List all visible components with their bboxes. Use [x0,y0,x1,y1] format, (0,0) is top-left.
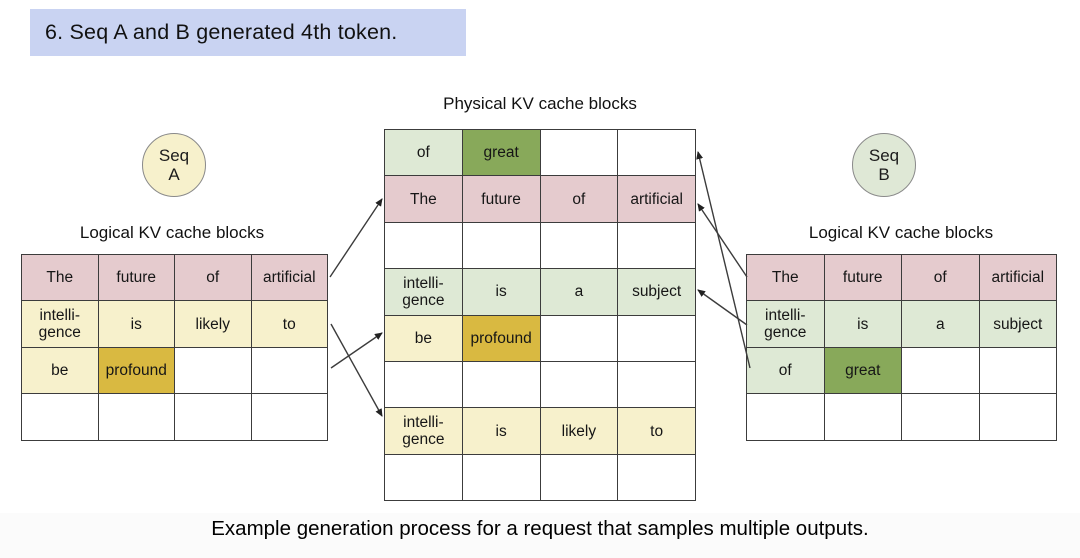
physical-kv-title: Physical KV cache blocks [443,94,637,113]
kv-cell [384,221,463,270]
kv-cell [617,221,696,270]
kv-cell [539,128,619,177]
kv-cell [823,393,902,441]
kv-cell [384,360,463,409]
kv-cell: future [97,253,175,302]
arrow-seqA-block1-to-phys-row2 [329,198,383,278]
kv-cell: of [174,253,252,302]
arrow-seqA-block3-to-phys-row5 [330,332,383,369]
kv-cell [174,346,252,395]
kv-cell: subject [978,300,1057,348]
kv-cell: likely [539,407,619,455]
caption-strip [0,513,1080,558]
kv-cell: of [746,346,825,395]
kv-block-row [384,360,696,409]
kv-cell [617,453,696,502]
arrow-seqB-block2-to-phys-row4 [697,289,748,326]
kv-cell: subject [617,268,696,316]
kv-cell [174,393,252,441]
kv-cell [539,453,619,502]
kv-cell: be [21,346,99,395]
kv-cell: intelli- gence [384,268,463,316]
kv-cell [617,128,696,177]
kv-cell: to [617,407,696,455]
kv-cell: is [823,300,902,348]
seq-b-logical-kv-title: Logical KV cache blocks [808,223,994,242]
kv-cell [250,393,328,441]
kv-cell: great [461,128,541,177]
kv-cell [21,393,99,441]
kv-cell: profound [461,314,541,362]
kv-cell: future [823,253,902,302]
kv-cell [978,393,1057,441]
kv-cell [461,360,541,409]
kv-cell: profound [97,346,175,395]
kv-cell [384,453,463,502]
kv-cell: a [539,268,619,316]
kv-block-row [746,393,1057,441]
kv-cell: a [901,300,980,348]
kv-cell: intelli- gence [384,407,463,455]
kv-cell: intelli- gence [746,300,825,348]
kv-cell [901,393,980,441]
kv-cell: of [901,253,980,302]
kv-cell [539,221,619,270]
arrow-seqA-block2-to-phys-row7 [330,323,383,417]
kv-block-row [384,221,696,270]
kv-cell: is [461,407,541,455]
kv-cell: intelli- gence [21,300,99,348]
kv-cell: artificial [978,253,1057,302]
kv-cell [461,453,541,502]
kv-cell [901,346,980,395]
seq-a-logical-kv-title: Logical KV cache blocks [79,223,265,242]
kv-cell [539,314,619,362]
kv-cell: be [384,314,463,362]
arrow-seqB-block1-to-phys-row2 [697,203,748,278]
kv-cell: is [461,268,541,316]
kv-cell: artificial [617,175,696,223]
kv-cell: The [384,175,463,223]
kv-cell: artificial [250,253,328,302]
kv-cell: is [97,300,175,348]
kv-cell [617,314,696,362]
arrow-seqB-block3-to-phys-row1 [696,151,751,369]
kv-cell: The [746,253,825,302]
kv-block-row [21,393,328,441]
kv-cell: likely [174,300,252,348]
kv-cell [461,221,541,270]
kv-cell [617,360,696,409]
kv-cell [97,393,175,441]
kv-cell [746,393,825,441]
kv-cell [978,346,1057,395]
figure-caption: Example generation process for a request… [211,517,869,540]
kv-cell: future [461,175,541,223]
step-banner: 6. Seq A and B generated 4th token. [30,9,466,56]
seq-b-badge: Seq B [852,133,916,197]
kv-cell: of [539,175,619,223]
seq-a-badge: Seq A [142,133,206,197]
kv-cell: of [384,128,463,177]
kv-cell: great [823,346,902,395]
kv-cell: The [21,253,99,302]
kv-block-row [384,453,696,502]
kv-cell [539,360,619,409]
kv-cell: to [250,300,328,348]
kv-cell [250,346,328,395]
